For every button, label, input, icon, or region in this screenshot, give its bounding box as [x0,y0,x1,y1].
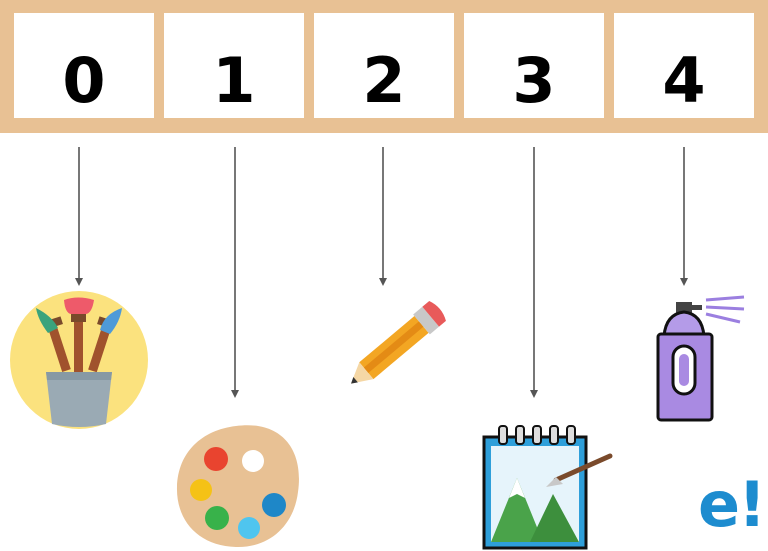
arrowhead-0 [75,278,83,286]
index-label-0: 0 [62,43,106,117]
array-cell-2: 2 [314,13,454,118]
pencil-icon [351,300,446,384]
index-label-1: 1 [212,43,256,117]
array-cell-3: 3 [464,13,604,118]
array-cell-0: 0 [14,13,154,118]
index-label-4: 4 [662,43,706,117]
spray-paint-can-icon [656,295,745,422]
brand-logo: e! [698,468,766,541]
array-index-bar: 0 1 2 3 4 [0,0,768,133]
paint-brushes-cup-icon [10,291,148,429]
array-cell-4: 4 [614,13,754,118]
index-label-3: 3 [512,43,556,117]
arrowhead-4 [680,278,688,286]
sketchbook-icon [482,425,613,550]
arrowhead-1 [231,390,239,398]
index-label-2: 2 [362,43,406,117]
paint-palette-icon [176,425,299,548]
arrowhead-2 [379,278,387,286]
arrowhead-3 [530,390,538,398]
array-cell-1: 1 [164,13,304,118]
